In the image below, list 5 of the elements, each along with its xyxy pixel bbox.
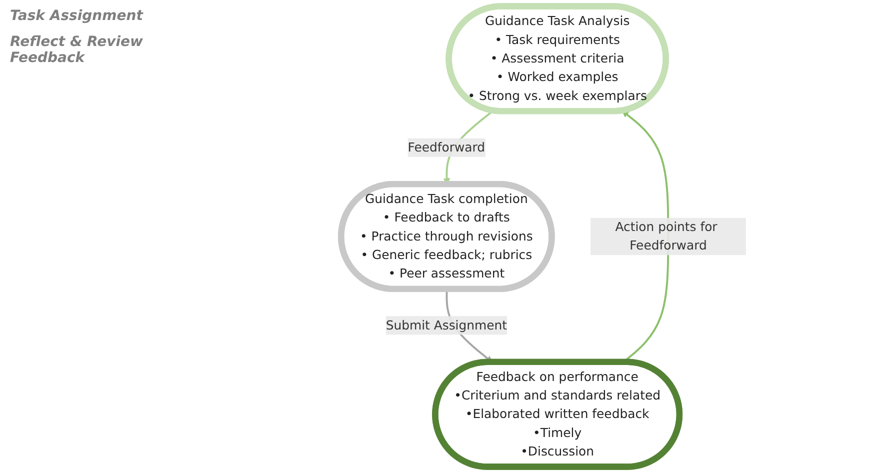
edge-label: Submit Assignment xyxy=(386,318,508,332)
cycle-label: Task Assignment xyxy=(10,8,144,24)
cycle-label: Reflect & Review Feedback xyxy=(10,34,144,66)
edge-label: Feedforward xyxy=(408,140,486,155)
edge-label: Action points for Feedforward xyxy=(615,219,718,253)
